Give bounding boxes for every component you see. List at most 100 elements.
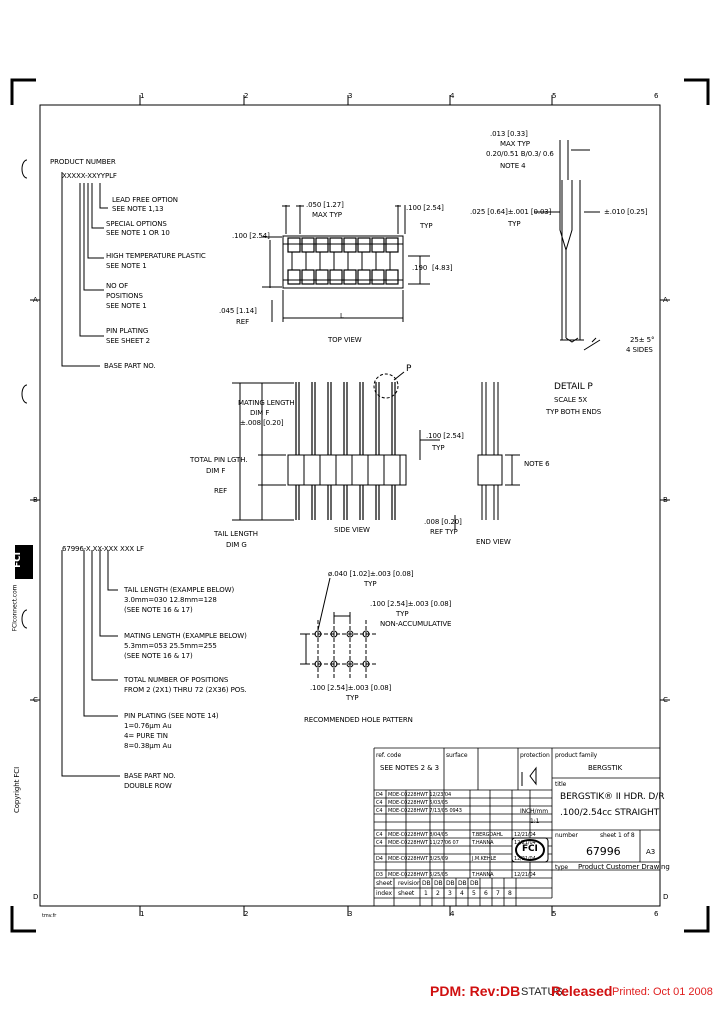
tb-rev-1: MDE-C0228HWT 5/03/05 — [388, 800, 448, 806]
pc-plating-1: PIN PLATING (SEE NOTE 14) — [124, 712, 219, 720]
sv-ref-typ: REF TYP — [430, 528, 458, 536]
pc-base-2: DOUBLE ROW — [124, 782, 172, 790]
tb-rev-code-3: C4 — [376, 832, 383, 838]
detail-scale: SCALE 5X — [554, 396, 588, 404]
pc-mating-3: (SEE NOTE 16 & 17) — [124, 652, 193, 660]
tb-sheet-row-3: DB — [446, 880, 455, 887]
grid-row-c-right: C — [663, 696, 668, 704]
tb-rev-6: MDE-C0228HWT 5/25/05 — [388, 872, 448, 878]
tb-rev-code-6: D3 — [376, 872, 383, 878]
pc-mating-2: 5.3mm=053 25.5mm=255 — [124, 642, 217, 650]
tb-rev-code-0: D4 — [376, 792, 383, 798]
sv-total-1: TOTAL PIN LGTH. — [190, 456, 248, 464]
pn-lead-free-1: LEAD FREE OPTION — [112, 196, 178, 204]
tb-index-label: index — [376, 890, 392, 897]
grid-row-d: D — [33, 893, 39, 901]
detail-typ-both: TYP BOTH ENDS — [546, 408, 602, 416]
side-copyright: Copyright FCI — [13, 766, 22, 814]
tb-type: Product Customer Drawing — [578, 863, 670, 871]
tb-scale: 1:1 — [530, 818, 540, 825]
pn-plating-1: PIN PLATING — [106, 327, 149, 335]
tb-sheet-row-1: DB — [422, 880, 431, 887]
pc-positions-2: FROM 2 (2X1) THRU 72 (2X36) POS. — [124, 686, 247, 694]
part-code: 67996-X XX-XXX XXX LF — [62, 545, 144, 553]
detail-title: DETAIL P — [554, 382, 593, 392]
tb-type-label: type — [555, 864, 569, 871]
tb-sheet-row-4: DB — [458, 880, 467, 887]
tb-title-label: title — [555, 781, 567, 788]
pc-plating-4: 8=0.38µm Au — [124, 742, 172, 750]
tb-approval-0-date: 12/21/04 — [514, 832, 536, 838]
sv-dim-100: .100 [2.54] — [426, 432, 464, 440]
footer-printed: Printed: Oct 01 2008 — [612, 986, 713, 998]
side-site: FCIconnect.com — [11, 584, 19, 632]
tb-index-sheet: sheet — [398, 890, 415, 897]
hp-typ: TYP — [364, 580, 377, 588]
tb-rev-code-5: D4 — [376, 856, 383, 862]
det-dim-025: .025 [0.64]±.001 [0.03] — [470, 208, 552, 216]
det-typ: TYP — [508, 220, 521, 228]
grid-col-3: 3 — [348, 92, 353, 100]
grid-row-d-right: D — [663, 893, 669, 901]
det-dim-013: .013 [0.33] — [490, 130, 528, 138]
tb-size: A3 — [646, 848, 656, 856]
hp-typ2: TYP — [396, 610, 409, 618]
grid-col-4-bottom: 4 — [450, 910, 455, 918]
tv-dim-100a: .100 [2.54] — [406, 204, 444, 212]
grid-row-c: C — [33, 696, 38, 704]
tb-rev-4: MDE-C0228HWT 11/27/06 07 — [388, 840, 459, 846]
grid-col-1: 1 — [140, 92, 145, 100]
tv-dim-045: .045 [1.14] — [219, 307, 257, 315]
tb-index-2: 2 — [436, 890, 440, 897]
pc-tail-3: (SEE NOTE 16 & 17) — [124, 606, 193, 614]
det-sides: 4 SIDES — [626, 346, 653, 354]
tv-dim-190: .190 — [412, 264, 428, 272]
grid-row-b-right: B — [663, 496, 668, 504]
tb-approval-3: T.HANNA — [472, 872, 494, 878]
footer-pdm: PDM: Rev:DB — [430, 983, 521, 999]
tb-rev-2: MDE-C0228HWT 7/13/05 0943 — [388, 808, 462, 814]
footer-status-label: STATUS: — [521, 986, 566, 998]
tb-index-6: 6 — [484, 890, 488, 897]
pn-positions-2: POSITIONS — [106, 292, 143, 300]
sv-total-2: DIM F — [206, 467, 226, 475]
tb-protection: protection — [520, 752, 550, 759]
tb-rev-0: MDE-C0228HWT 12/23/04 — [388, 792, 452, 798]
grid-col-3-bottom: 3 — [348, 910, 353, 918]
sv-mating-2: DIM F — [250, 409, 270, 417]
grid-row-a-right: A — [663, 296, 668, 304]
tb-see-notes: SEE NOTES 2 & 3 — [380, 764, 439, 772]
pc-plating-3: 4= PURE TIN — [124, 732, 168, 740]
tb-index-8: 8 — [508, 890, 512, 897]
tb-approval-3-date: 12/21/04 — [514, 872, 536, 878]
tb-approval-1-date: 12/21/04 — [514, 840, 536, 846]
tb-approval-1: T.HANNA — [472, 840, 494, 846]
tb-units: INCH/mm — [520, 808, 548, 815]
pn-positions-3: SEE NOTE 1 — [106, 302, 147, 310]
tb-product-family-label: product family — [555, 752, 598, 759]
tb-number-label: number — [555, 832, 578, 839]
grid-col-6-bottom: 6 — [654, 910, 659, 918]
hp-dia: ø.040 [1.02]±.003 [0.08] — [328, 570, 414, 578]
det-note4: NOTE 4 — [500, 162, 526, 170]
tb-sheet-row-2: DB — [434, 880, 443, 887]
tb-index-5: 5 — [472, 890, 476, 897]
sv-p-mark: P — [406, 364, 412, 374]
tv-dim-100b: .100 [2.54] — [232, 232, 270, 240]
grid-col-2: 2 — [244, 92, 249, 100]
tb-sheet-label: sheet 1 of 8 — [600, 832, 635, 839]
tb-rev-3: MDE-C0228HWT 8/04/05 — [388, 832, 448, 838]
tb-approval-2: J.M.KEHLE — [472, 856, 497, 862]
tb-rev-code-4: C4 — [376, 840, 383, 846]
tb-approval-2-date: 12/21/04 — [514, 856, 536, 862]
corner-note: tmv.fr — [42, 913, 57, 919]
pc-base-1: BASE PART NO. — [124, 772, 176, 780]
grid-col-5: 5 — [552, 92, 557, 100]
end-view-title: END VIEW — [476, 538, 511, 546]
tv-dim-050: .050 [1.27] — [306, 201, 344, 209]
pn-base-part: BASE PART NO. — [104, 362, 156, 370]
grid-row-b: B — [33, 496, 38, 504]
tb-sheet-row-label: sheet — [376, 880, 393, 887]
tb-index-7: 7 — [496, 890, 500, 897]
pn-hightemp-1: HIGH TEMPERATURE PLASTIC — [106, 252, 206, 260]
